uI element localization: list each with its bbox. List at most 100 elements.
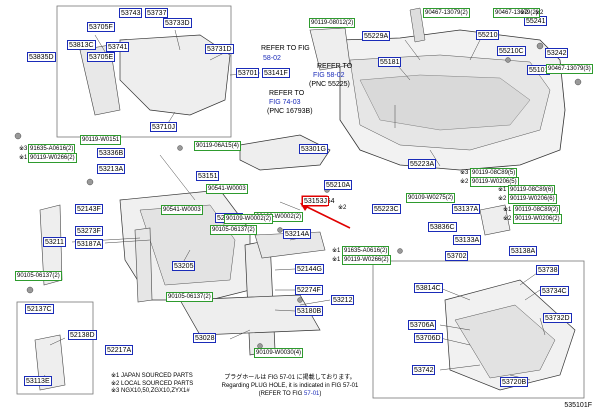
part-label-53180b[interactable]: 53180B (295, 306, 324, 316)
part-label-53743[interactable]: 53743 (119, 8, 143, 18)
part-label-53836c[interactable]: 53836C (428, 222, 457, 232)
part-label-53835d[interactable]: 53835D (27, 52, 56, 62)
sourcing-notes: ※1 JAPAN SOURCED PARTS ※2 LOCAL SOURCED … (111, 373, 193, 396)
part-label-52217a[interactable]: 52217A (105, 345, 134, 355)
bolt-label[interactable]: 90541-W0003 (161, 205, 203, 215)
footnote-mark: ※1 (332, 257, 341, 263)
part-label-55210a[interactable]: 55210A (324, 180, 353, 190)
bolt-label[interactable]: 90119-W0266(2) (342, 255, 391, 265)
footnote-mark: ※1 (332, 248, 341, 254)
part-label-53734c[interactable]: 53734C (540, 286, 569, 296)
bolt-label[interactable]: 90119-08012(2) (309, 18, 356, 28)
bolt-label[interactable]: 90105-06137(2) (15, 271, 62, 281)
footnote-mark: ※2 (498, 196, 507, 202)
part-label-53706d[interactable]: 53706D (414, 333, 443, 343)
part-label-53133a[interactable]: 53133A (453, 235, 482, 245)
bolt-label[interactable]: 90109-W0002(2) (224, 214, 274, 224)
part-label-53731d[interactable]: 53731D (205, 44, 234, 54)
bolt-label[interactable]: 90109-W0275(2) (406, 193, 456, 203)
bolt-label[interactable]: 90541-W0003 (206, 184, 248, 194)
bolt-label[interactable]: 90109-W0030(4) (254, 348, 304, 358)
refer-text: REFER TO FIG (261, 45, 310, 52)
bolt-label[interactable]: 90119-W0151 (80, 135, 122, 145)
page-id: 535101F (564, 402, 592, 409)
part-label-53336b[interactable]: 53336B (97, 148, 126, 158)
footnote-mark: ※2 (535, 10, 544, 16)
footnote-mark: ※2 (338, 205, 347, 211)
bolt-label[interactable]: 90467-13079(3) (546, 64, 593, 74)
part-label-53113e[interactable]: 53113E (24, 376, 52, 386)
part-label-53705f[interactable]: 53705F (87, 22, 115, 32)
bolt-label[interactable]: 90119-W0206(6) (508, 194, 557, 204)
refer-note-1[interactable]: REFER TO FIG (260, 44, 311, 54)
bolt-label[interactable]: 90119-W0206(5) (470, 177, 519, 187)
part-label-52143f[interactable]: 52143F (75, 204, 103, 214)
part-label-52138d[interactable]: 52138D (68, 330, 97, 340)
part-label-55223c[interactable]: 55223C (372, 204, 401, 214)
part-label-53205[interactable]: 53205 (172, 261, 196, 271)
bolt-label[interactable]: 90467-13079(2) (493, 8, 540, 18)
note-models: ※3 NGX10,50,ZGX10,ZYX1# (111, 388, 190, 394)
note-local: ※2 LOCAL SOURCED PARTS (111, 380, 194, 387)
refer-suffix: ) (319, 391, 322, 397)
footnote-mark: ※2 (460, 179, 469, 185)
footnote-mark: ※3 (460, 170, 469, 176)
part-label-53737[interactable]: 53737 (145, 8, 169, 18)
bolt-label[interactable]: 90119-06A15(4) (194, 141, 241, 151)
part-label-55210[interactable]: 55210 (476, 30, 500, 40)
bolt-label[interactable]: 90467-13079(2) (423, 8, 470, 18)
bolt-label[interactable]: 90105-06137(2) (210, 225, 257, 235)
plug-hole-note: プラグホールは FIG 57-01 に掲載しております。 Regarding P… (200, 374, 380, 398)
refer-fig-link-3[interactable]: FIG 74-03 (269, 99, 301, 106)
part-label-55229a[interactable]: 55229A (362, 31, 391, 41)
part-label-53738[interactable]: 53738 (536, 265, 560, 275)
footnote-mark: ※1 (503, 207, 512, 213)
part-label-55210c[interactable]: 55210C (497, 46, 526, 56)
part-label-53301g[interactable]: 53301G (299, 144, 328, 154)
part-label-53273f[interactable]: 53273F (75, 226, 103, 236)
bolt-label[interactable]: 90105-06137(2) (166, 292, 213, 302)
part-label-53813c[interactable]: 53813C (67, 40, 96, 50)
refer-fig-link-1[interactable]: 58-02 (263, 55, 281, 62)
plug-hole-note-en: Regarding PLUG HOLE, it is indicated in … (221, 383, 359, 389)
part-label-53213a[interactable]: 53213A (97, 164, 126, 174)
refer-fig-link[interactable]: 57-01 (304, 391, 320, 397)
bolt-label[interactable]: 90119-W0206(2) (513, 214, 562, 224)
part-label-53702[interactable]: 53702 (445, 251, 469, 261)
part-label-53814c[interactable]: 53814C (414, 283, 443, 293)
part-label-53733d[interactable]: 53733D (163, 18, 192, 28)
part-label-53710j[interactable]: 53710J (150, 122, 177, 132)
part-label-53151[interactable]: 53151 (196, 171, 220, 181)
part-label-53214a[interactable]: 53214A (283, 229, 312, 239)
part-label-53137a[interactable]: 53137A (452, 204, 481, 214)
part-label-53212[interactable]: 53212 (331, 295, 355, 305)
refer-pnc-2: (PNC 55225) (309, 81, 350, 88)
part-label-53732d[interactable]: 53732D (543, 313, 572, 323)
refer-fig-link-2[interactable]: FIG 58-02 (313, 72, 345, 79)
part-label-53720b[interactable]: 53720B (500, 377, 529, 387)
part-label-53028[interactable]: 53028 (193, 333, 217, 343)
part-label-52137c[interactable]: 52137C (25, 304, 54, 314)
bolt-label[interactable]: 90119-W0266(2) (28, 153, 77, 163)
refer-prefix: (REFER TO FIG (258, 391, 303, 397)
part-label-53187a[interactable]: 53187A (75, 239, 104, 249)
part-label-53706a[interactable]: 53706A (408, 320, 437, 330)
footnote-mark: ※1 (498, 187, 507, 193)
part-label-53242[interactable]: 53242 (545, 48, 569, 58)
part-label-53701[interactable]: 53701 (236, 68, 260, 78)
part-label-52274f[interactable]: 52274F (295, 285, 323, 295)
refer-note-2: REFER TO (317, 63, 353, 70)
part-label-55181[interactable]: 55181 (378, 57, 402, 67)
part-label-53742[interactable]: 53742 (412, 365, 436, 375)
part-label-53705e[interactable]: 53705E (87, 52, 116, 62)
part-label-53211[interactable]: 53211 (43, 237, 66, 247)
part-label-53153j[interactable]: 53153J (302, 196, 329, 206)
part-label-53741[interactable]: 53741 (106, 42, 130, 52)
part-label-52144g[interactable]: 52144G (295, 264, 324, 274)
refer-note-3: REFER TO (269, 90, 305, 97)
part-label-55223a[interactable]: 55223A (408, 159, 437, 169)
note-japan: ※1 JAPAN SOURCED PARTS (111, 373, 193, 379)
part-label-53141f[interactable]: 53141F (262, 68, 290, 78)
part-label-53138a[interactable]: 53138A (509, 246, 538, 256)
